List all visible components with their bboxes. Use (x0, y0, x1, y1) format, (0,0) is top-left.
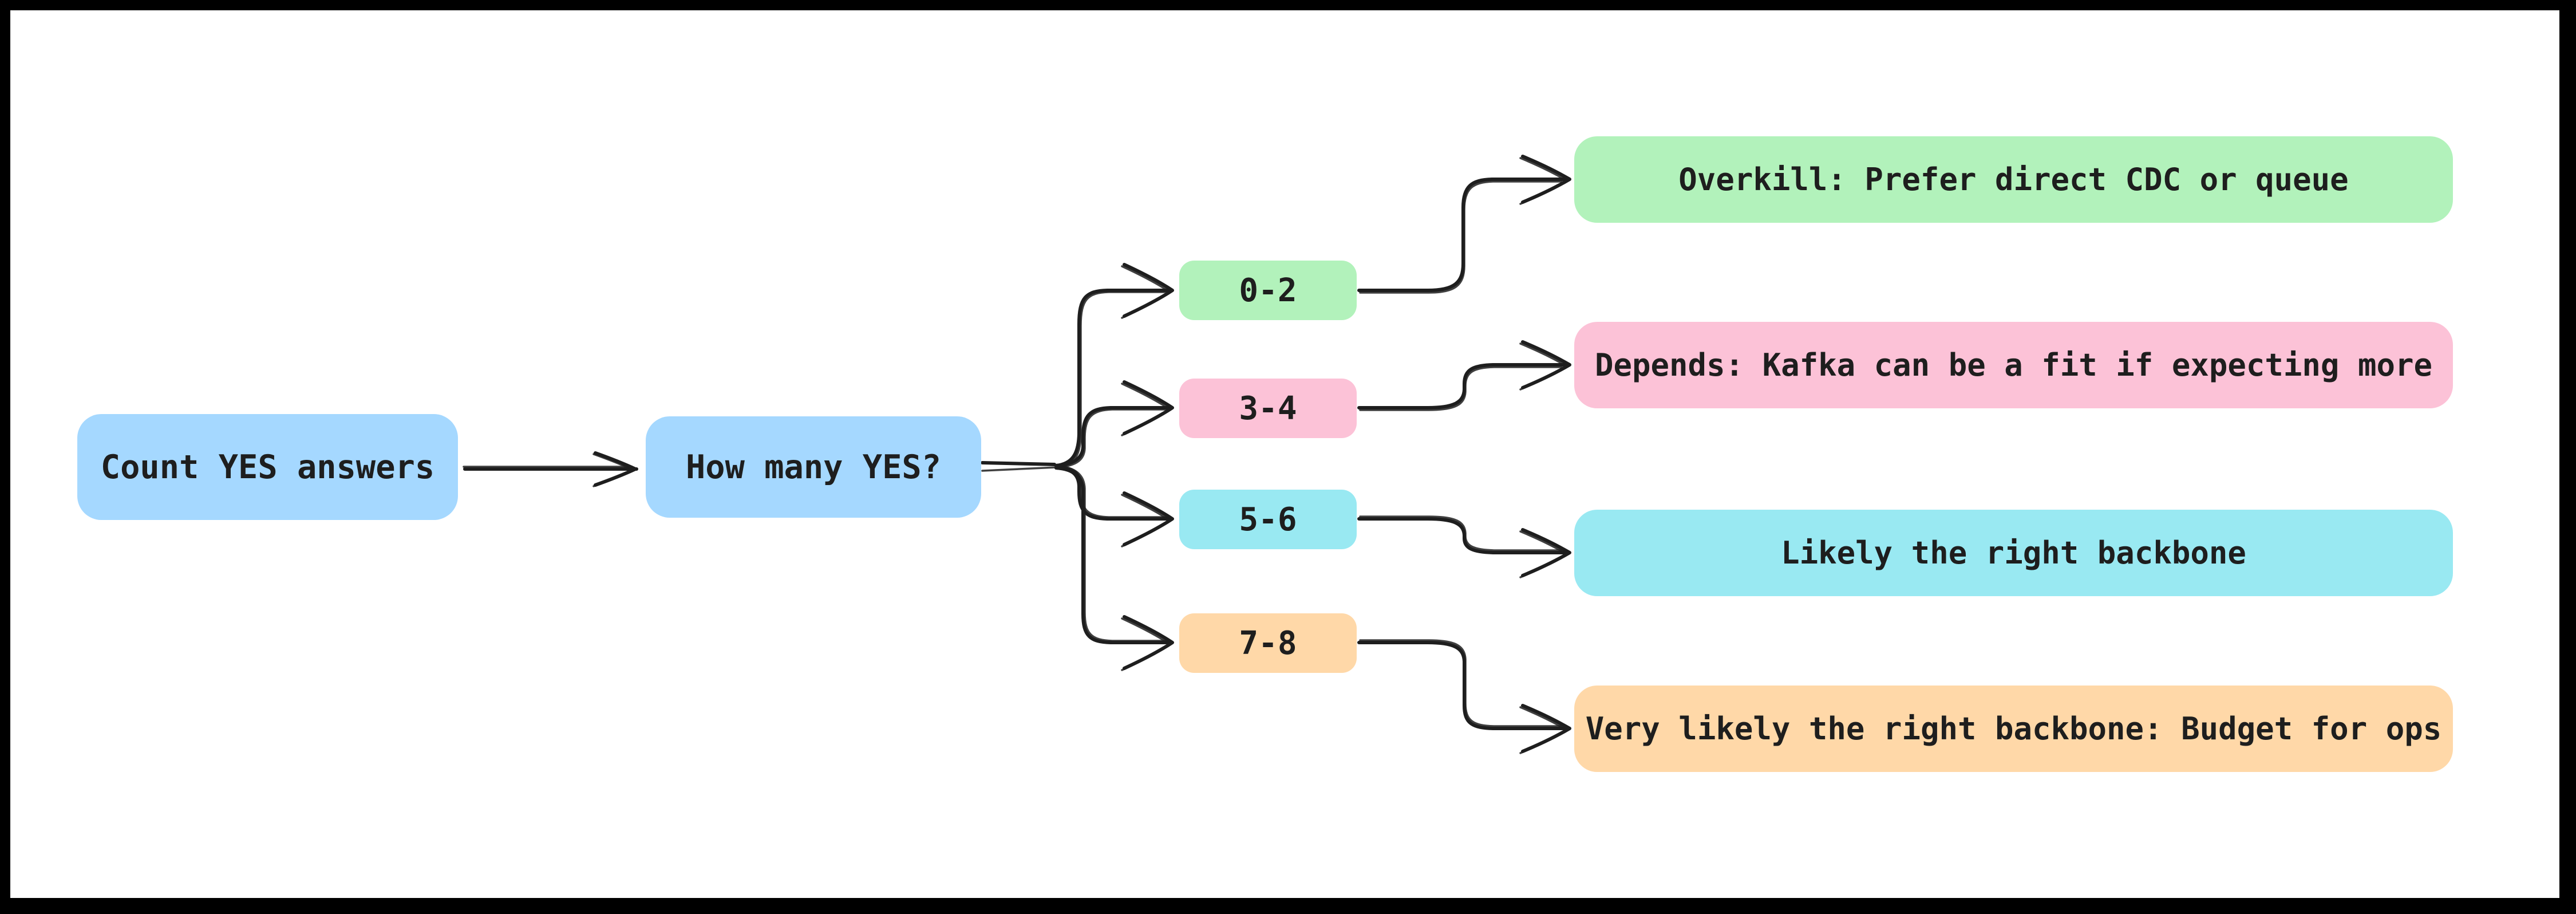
node-how-many-yes: How many YES? (646, 416, 981, 518)
node-result-very-likely: Very likely the right backbone: Budget f… (1574, 686, 2453, 772)
node-range-5-6: 5-6 (1179, 490, 1357, 549)
node-range-3-4: 3-4 (1179, 379, 1357, 438)
node-result-depends: Depends: Kafka can be a fit if expecting… (1574, 322, 2453, 408)
node-result-overkill: Overkill: Prefer direct CDC or queue (1574, 136, 2453, 223)
node-count-yes-answers: Count YES answers (77, 414, 458, 520)
node-range-7-8: 7-8 (1179, 613, 1357, 673)
node-result-likely: Likely the right backbone (1574, 510, 2453, 596)
node-range-0-2: 0-2 (1179, 261, 1357, 320)
